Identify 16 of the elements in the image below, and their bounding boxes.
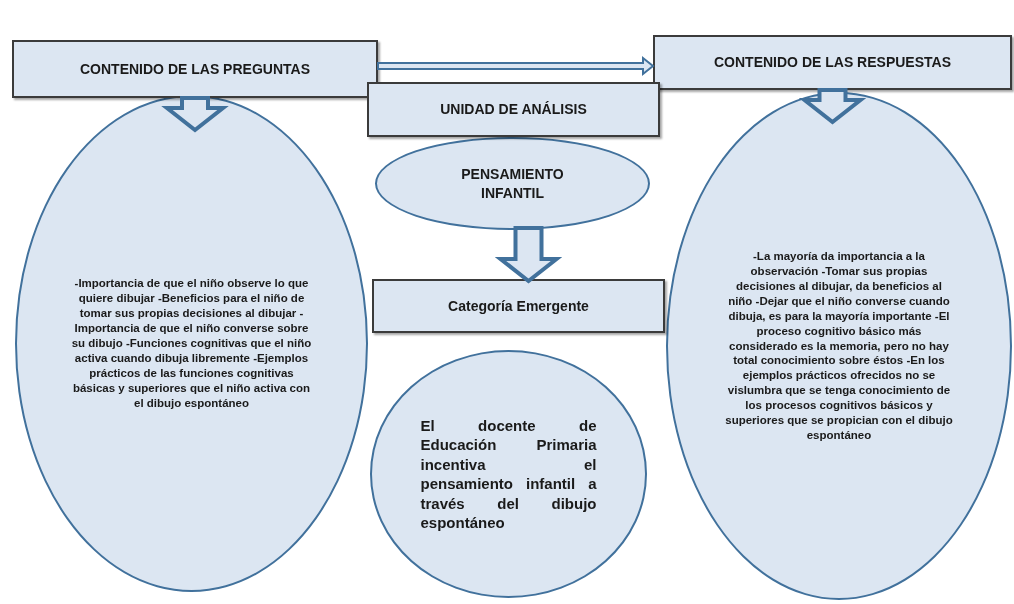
box-label: Categoría Emergente <box>448 296 589 316</box>
block-arrow <box>494 226 563 284</box>
box-label: CONTENIDO DE LAS PREGUNTAS <box>80 59 310 79</box>
box-label: UNIDAD DE ANÁLISIS <box>440 100 587 119</box>
arrow <box>377 55 655 77</box>
block-arrow <box>798 88 867 125</box>
box-label: CONTENIDO DE LAS RESPUESTAS <box>714 53 951 72</box>
label-box <box>367 82 660 137</box>
shape-text: PENSAMIENTO INFANTIL <box>460 165 565 202</box>
label-box <box>372 279 665 333</box>
shape-text: -Importancia de que el niño observe lo que quiere dibujar -Beneficios para el niño de tomar sus propias decisiones al dibujar -Importancia de que el niño converse sobre su dibujo -Funciones cognitivas que el niño activa cuando dibuja libremente -Ejemplos prácticos de las funciones cognitivas básicas y superiores que el niño activa con el dibujo espontáneo <box>71 276 312 411</box>
shape-text: El docente de Educación Primaria incentiva el pensamiento infantil a través del dibujo espontáneo <box>420 415 597 533</box>
label-box <box>12 40 378 98</box>
label-box <box>653 35 1012 90</box>
shape-text: -La mayoría da importancia a la observación -Tomar sus propias decisiones al dibujar, da beneficios al niño -Dejar que el niño converse cuando dibuja, es para la mayoría importante -El proceso cognitivo básico más considerado es la memoria, pero no hay total conocimiento sobre éstos -En los ejemplos prácticos ofrecidos no se vislumbra que se tenga conocimiento de los procesos cognitivos básicos y superiores que se propician con el dibujo espontáneo <box>724 248 954 444</box>
block-arrow <box>161 96 229 133</box>
